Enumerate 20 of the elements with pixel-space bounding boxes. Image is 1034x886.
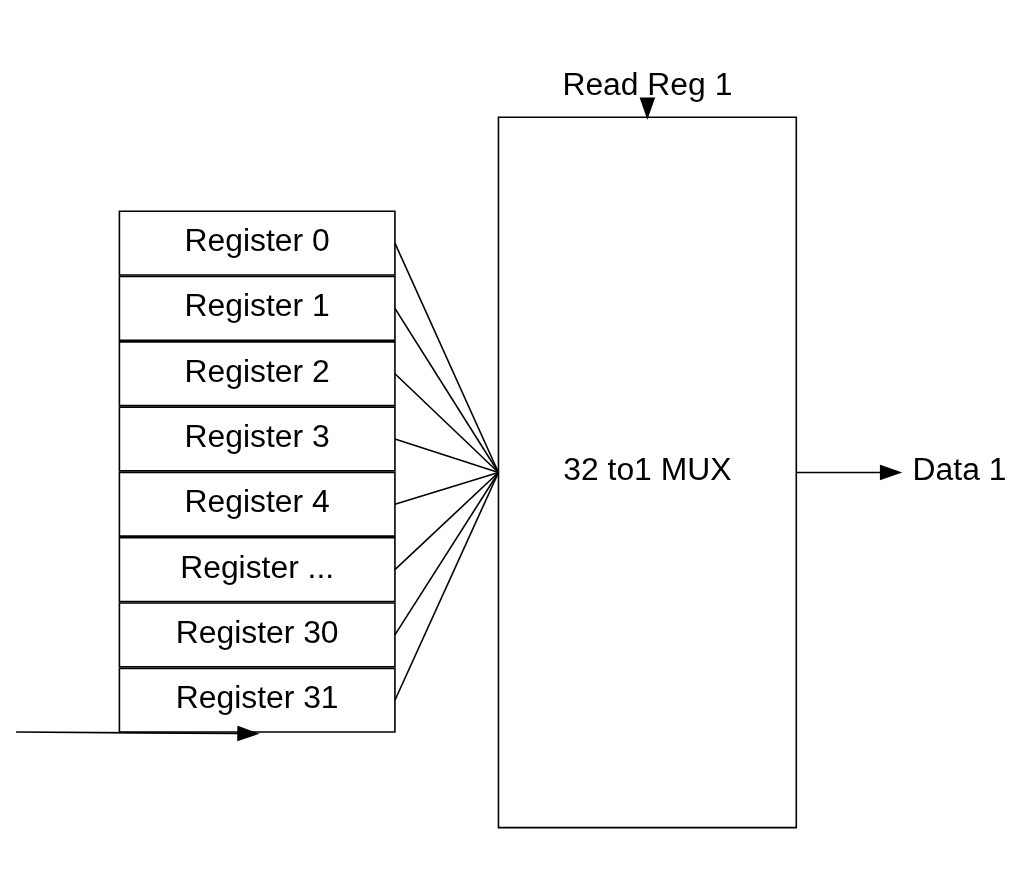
connector — [394, 372, 500, 474]
node-text: Data 1 — [912, 451, 1007, 488]
arrow — [15, 725, 260, 742]
connector — [394, 307, 500, 474]
node-box: Register 31 — [118, 667, 396, 733]
connector — [394, 471, 500, 506]
arrow — [795, 464, 903, 481]
node-box: Register 0 — [118, 210, 396, 276]
node-box: Register 30 — [118, 602, 396, 668]
node-box: Register 1 — [118, 275, 396, 342]
node-box: Register ... — [118, 536, 396, 603]
connector — [394, 471, 500, 701]
connector — [394, 438, 500, 474]
node-box: Register 2 — [118, 341, 396, 407]
node-box: Register 3 — [118, 406, 396, 472]
connector — [394, 471, 500, 636]
connector — [394, 242, 500, 474]
node-text: Read Reg 1 — [562, 66, 733, 102]
node-box: Register 4 — [118, 471, 396, 537]
connector — [394, 471, 500, 571]
